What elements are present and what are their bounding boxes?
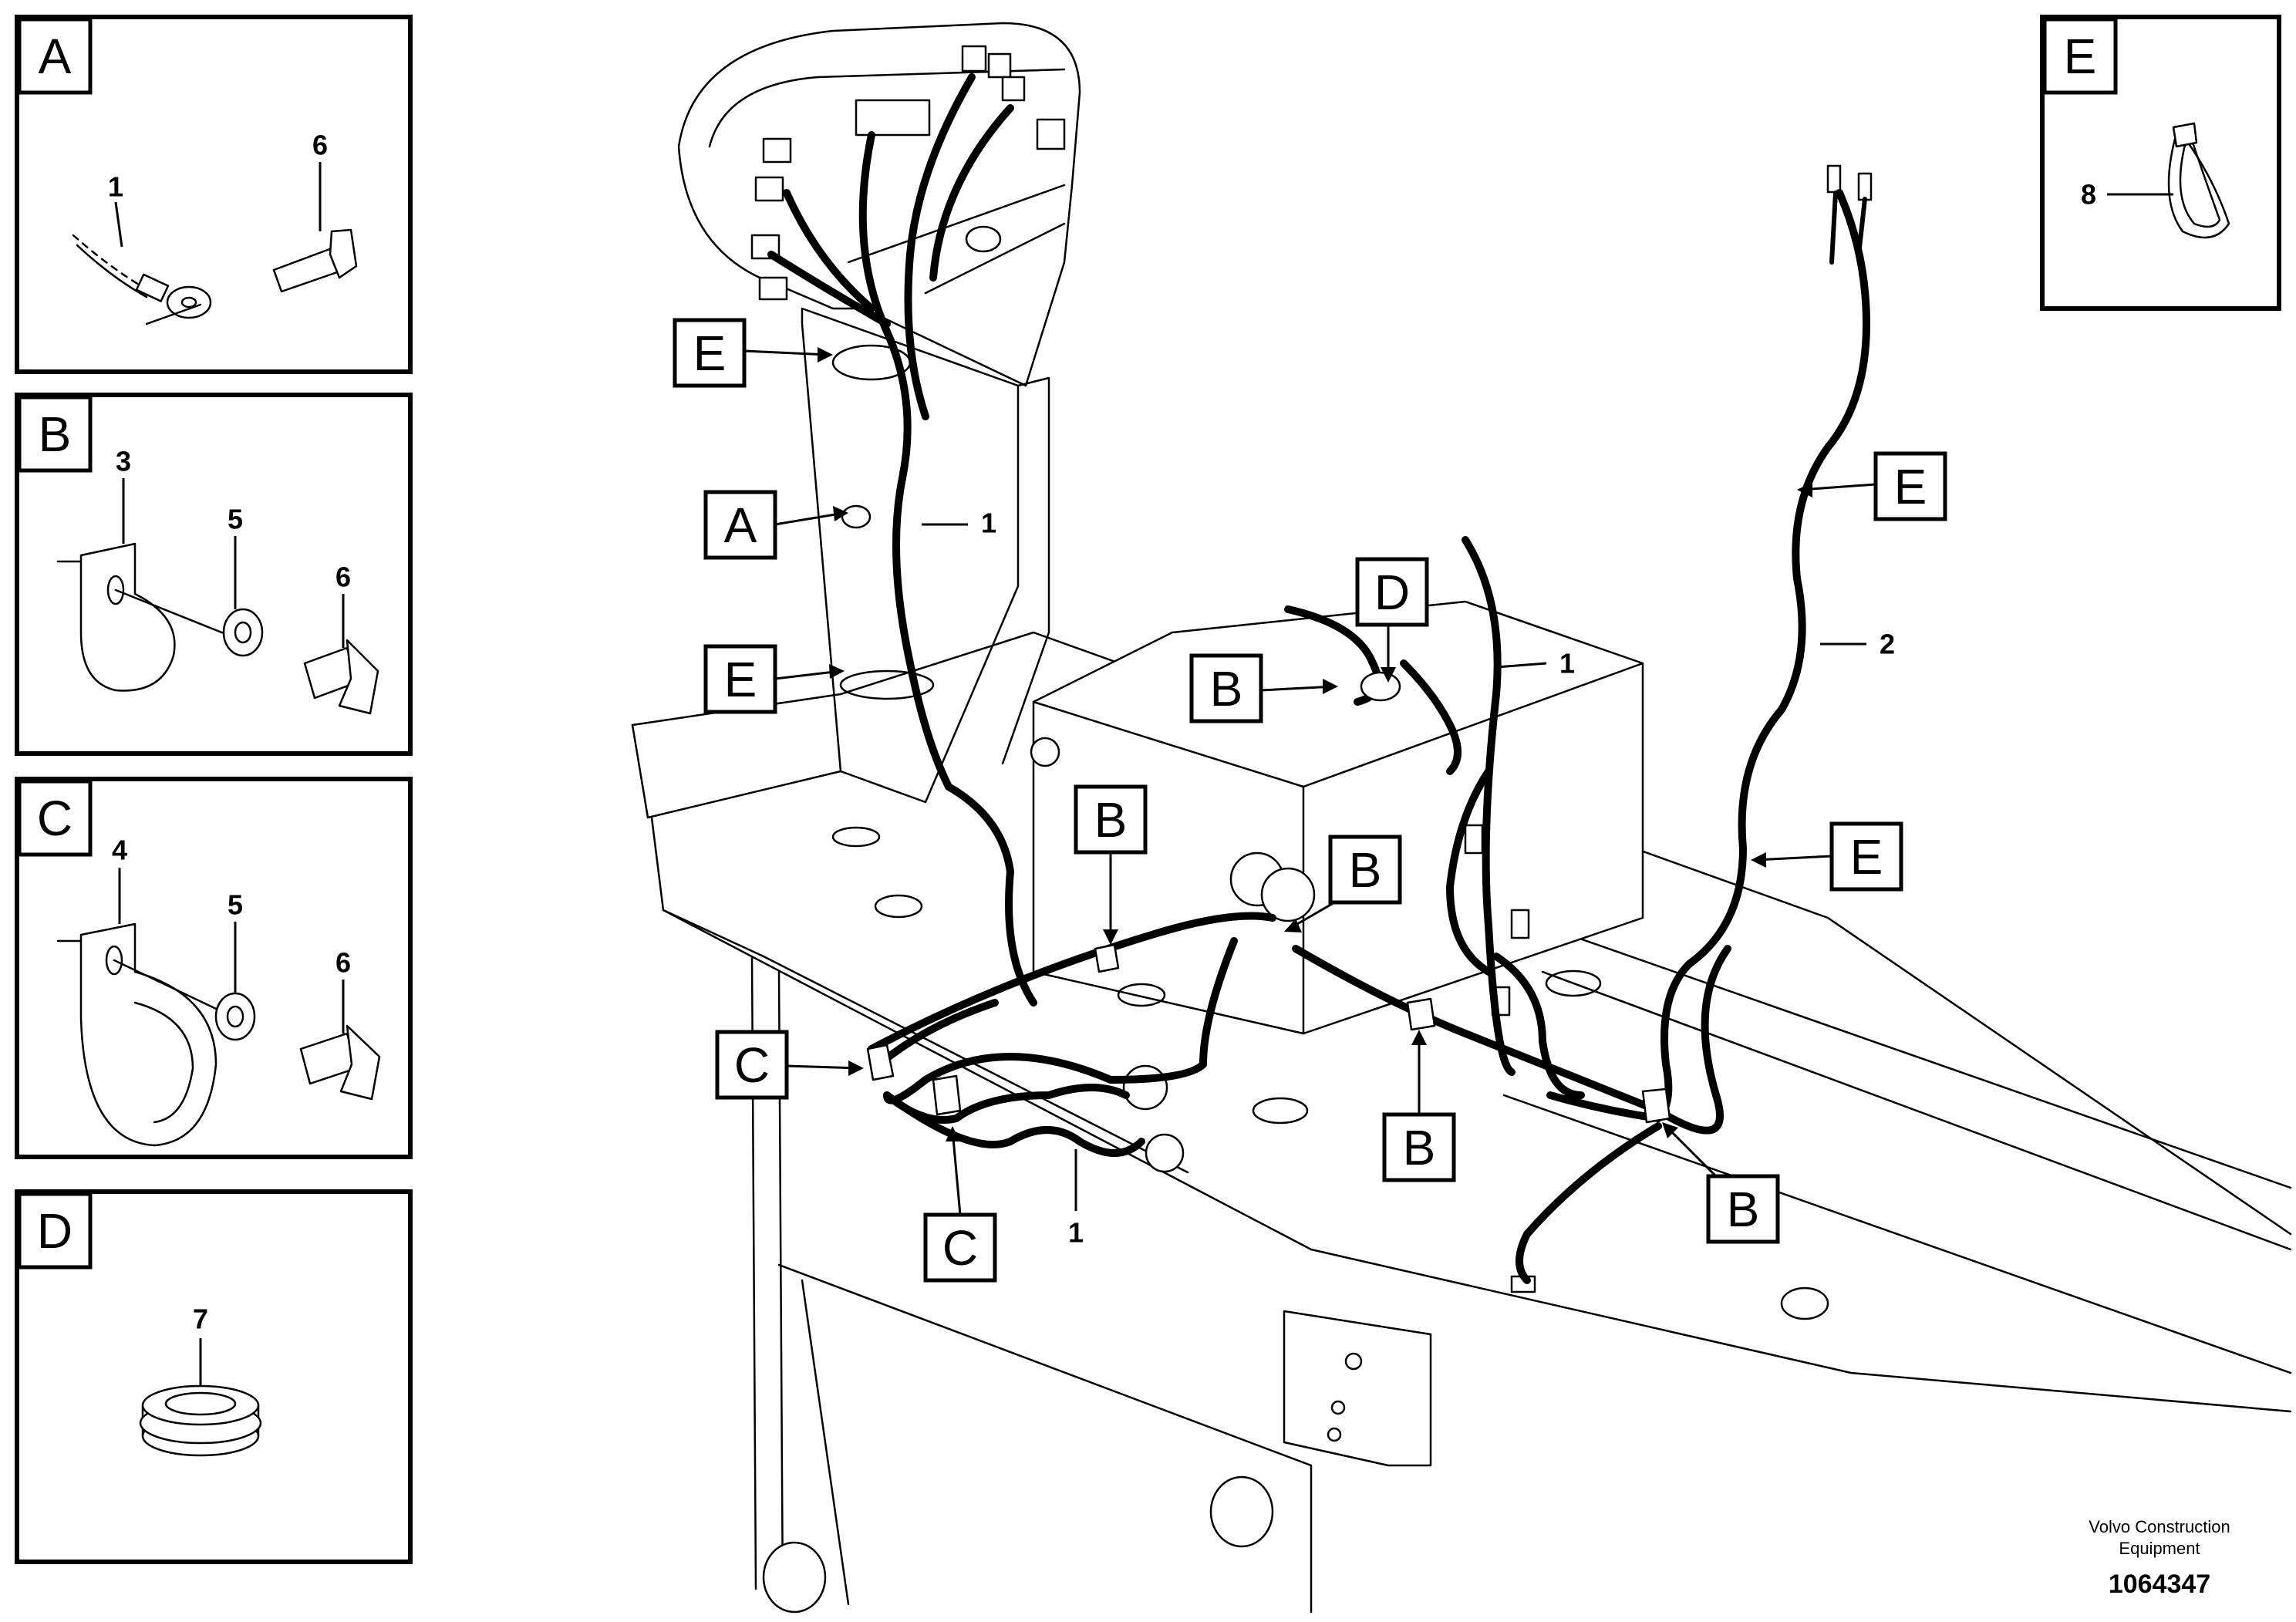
- callout-b1: B: [1189, 653, 1263, 723]
- svg-text:C: C: [734, 1037, 770, 1093]
- callout-b5: B: [1706, 1174, 1780, 1244]
- ring-terminal-illustration: [72, 234, 212, 325]
- panel-a-frame: [15, 15, 413, 374]
- svg-text:E: E: [1894, 459, 1927, 514]
- svg-text:A: A: [724, 497, 757, 553]
- p-clamp-4-illustration: [56, 922, 217, 1147]
- callout-e2: E: [703, 644, 777, 714]
- panel-c-tag-box: [17, 779, 93, 857]
- instrument-console: [677, 22, 1081, 387]
- wire-harness-1: [767, 73, 1731, 1284]
- steering-column: [801, 307, 1020, 804]
- panel-e-letter: E: [2064, 29, 2097, 84]
- callout-c2: C: [923, 1212, 997, 1283]
- part-number-1-lower: 1: [1068, 1217, 1084, 1249]
- callout-e4: E: [1829, 821, 1903, 892]
- panel-b-tag-box: [17, 395, 93, 473]
- panel-d-tag-box: [17, 1192, 93, 1270]
- callout-e3: E: [1873, 451, 1947, 521]
- detail-panel-c: C 4 5 6: [15, 777, 413, 1159]
- wire-harness-2: [1654, 189, 1870, 1122]
- detail-panel-e: E 8: [2040, 15, 2281, 311]
- callout-e1: E: [673, 318, 747, 388]
- panel-c-part-6: 6: [335, 947, 351, 979]
- panel-b-letter: B: [39, 406, 72, 462]
- panel-a-part-1: 1: [108, 171, 123, 203]
- callout-b3: B: [1328, 835, 1402, 905]
- mounting-plate: [1283, 1310, 1432, 1467]
- p-clamp-3-illustration: [56, 542, 176, 692]
- panel-c-frame: [15, 777, 413, 1159]
- svg-text:E: E: [693, 325, 727, 381]
- svg-text:B: B: [1727, 1182, 1760, 1237]
- panel-d-part-7: 7: [193, 1303, 208, 1335]
- panel-e-part-8: 8: [2081, 179, 2096, 211]
- panel-c-letter: C: [37, 791, 72, 846]
- panel-c-part-4: 4: [112, 835, 127, 866]
- detail-panel-b: B 3 5 6: [15, 393, 413, 756]
- svg-text:B: B: [1094, 792, 1128, 848]
- callout-d1: D: [1355, 557, 1429, 627]
- panel-a-letter: A: [39, 29, 72, 84]
- publisher-name-line1: Volvo Construction: [2089, 1517, 2230, 1536]
- callout-leaders: [743, 347, 1876, 1216]
- svg-text:C: C: [942, 1220, 978, 1276]
- roller-right: [1209, 1475, 1274, 1548]
- washer-5-c-illustration: [214, 992, 256, 1041]
- panel-d-letter: D: [37, 1203, 72, 1259]
- harness-fixings: [831, 344, 1671, 1124]
- svg-text:E: E: [724, 652, 757, 707]
- console-connectors: [750, 45, 1873, 1293]
- svg-text:E: E: [1850, 829, 1883, 885]
- callout-a1: A: [703, 490, 777, 560]
- washer-5-illustration: [222, 608, 264, 657]
- bolt-6-c-illustration: [299, 1024, 381, 1101]
- leader-a-1: [114, 201, 123, 248]
- panel-e-tag-box: [2042, 17, 2118, 95]
- svg-text:B: B: [1210, 661, 1243, 717]
- detail-panel-a: A 1 6: [15, 15, 413, 374]
- cable-tie-8-illustration: [2167, 122, 2230, 239]
- panel-a-part-6: 6: [312, 130, 328, 161]
- panel-a-tag-box: [17, 17, 93, 95]
- panel-b-frame: [15, 393, 413, 756]
- panel-b-part-5: 5: [228, 504, 243, 535]
- document-number: 1064347: [2109, 1570, 2210, 1599]
- svg-text:D: D: [1374, 565, 1410, 620]
- bolt-6-illustration: [272, 228, 358, 293]
- callout-b2: B: [1074, 784, 1148, 855]
- detail-panel-d: D 7: [15, 1189, 413, 1564]
- panel-b-part-3: 3: [116, 446, 131, 477]
- panel-b-part-6: 6: [335, 561, 351, 593]
- part-number-2: 2: [1880, 629, 1895, 660]
- svg-text:B: B: [1349, 842, 1382, 898]
- roller-left: [762, 1541, 827, 1614]
- publisher-footer: Volvo Construction Equipment 1064347: [2089, 1517, 2230, 1599]
- panel-c-part-5: 5: [228, 889, 243, 921]
- panel-e-frame: [2040, 15, 2281, 311]
- panel-d-frame: [15, 1189, 413, 1564]
- svg-text:B: B: [1403, 1120, 1436, 1175]
- part-number-1-column: 1: [981, 508, 996, 539]
- part-number-1-box: 1: [1559, 648, 1575, 679]
- callout-b4: B: [1382, 1112, 1456, 1182]
- callout-c1: C: [715, 1030, 789, 1100]
- grommet-7-illustration: [139, 1384, 262, 1457]
- bolt-6-b-illustration: [303, 639, 379, 715]
- publisher-name-line2: Equipment: [2119, 1539, 2200, 1558]
